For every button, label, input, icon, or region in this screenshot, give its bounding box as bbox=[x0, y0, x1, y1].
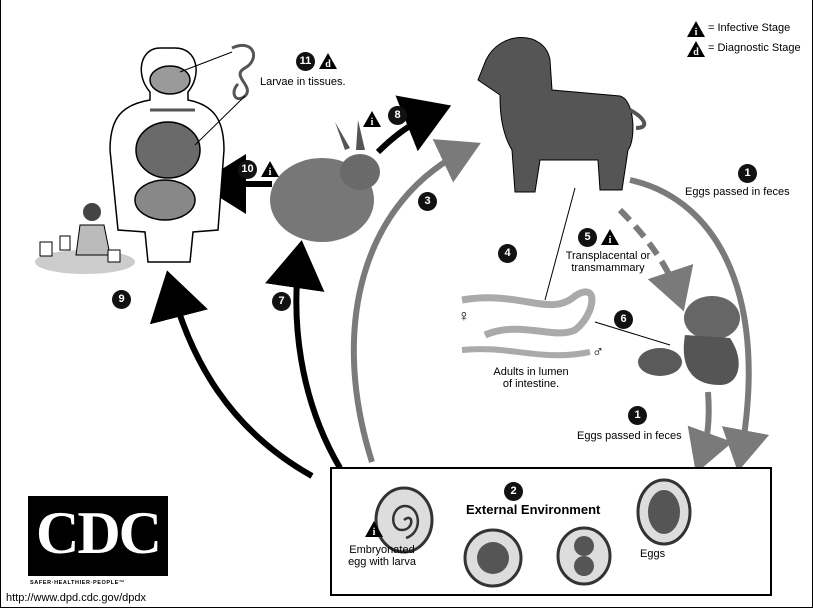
svg-text:d: d bbox=[325, 59, 331, 70]
step-1b-label: Eggs passed in feces bbox=[577, 430, 682, 443]
step-4-badge: 4 bbox=[498, 244, 517, 263]
infective-icon: i bbox=[260, 160, 280, 178]
svg-text:i: i bbox=[695, 27, 698, 38]
arrow-environment-to-rabbit bbox=[296, 252, 340, 468]
infective-legend-icon: i bbox=[686, 20, 706, 38]
female-symbol: ♀ bbox=[458, 310, 470, 323]
step-1a-label: Eggs passed in feces bbox=[685, 186, 790, 199]
step-5-badge: 5 bbox=[578, 228, 597, 247]
egg-stage-4 bbox=[376, 488, 432, 552]
step-1a-badge: 1 bbox=[738, 164, 757, 183]
cdc-tagline: SAFER·HEALTHIER·PEOPLE™ bbox=[30, 580, 125, 586]
infective-icon: i bbox=[362, 110, 382, 128]
step-9-badge: 9 bbox=[112, 290, 131, 309]
step-1b-badge: 1 bbox=[628, 406, 647, 425]
egg-stage-1 bbox=[638, 480, 690, 544]
step-8-badge: 8 bbox=[388, 106, 407, 125]
infective-icon: i bbox=[364, 520, 384, 538]
svg-text:i: i bbox=[373, 527, 376, 538]
svg-text:i: i bbox=[371, 117, 374, 128]
step-2-badge: 2 bbox=[504, 482, 523, 501]
diagnostic-icon: d bbox=[318, 52, 338, 70]
adults-label-line2: of intestine. bbox=[476, 378, 586, 391]
female-worm bbox=[462, 292, 592, 335]
arrow-environment-to-human bbox=[170, 282, 312, 476]
infective-legend-text: = Infective Stage bbox=[708, 22, 790, 35]
step-6-badge: 6 bbox=[614, 310, 633, 329]
dog-figure bbox=[478, 38, 644, 193]
egg-stage-3 bbox=[465, 530, 521, 586]
arrow-puppy-to-environment bbox=[700, 392, 709, 462]
diagnostic-legend-text: = Diagnostic Stage bbox=[708, 42, 801, 55]
svg-text:d: d bbox=[693, 47, 699, 58]
rabbit-figure bbox=[270, 120, 380, 242]
puppy-figure bbox=[638, 296, 740, 385]
step-5-label-line2: transmammary bbox=[548, 262, 668, 275]
human-figure bbox=[110, 48, 224, 262]
larvae-coil bbox=[232, 45, 254, 98]
step-3-badge: 3 bbox=[418, 192, 437, 211]
male-symbol: ♂ bbox=[592, 346, 604, 359]
external-environment-title: External Environment bbox=[466, 502, 600, 517]
diagnostic-legend-icon: d bbox=[686, 40, 706, 58]
svg-text:i: i bbox=[269, 167, 272, 178]
embryonated-label-line2: egg with larva bbox=[332, 556, 432, 569]
source-url[interactable]: http://www.dpd.cdc.gov/dpdx bbox=[6, 592, 146, 604]
step-11-badge: 11 bbox=[296, 52, 315, 71]
infective-icon: i bbox=[600, 228, 620, 246]
egg-stage-2 bbox=[558, 528, 610, 584]
cdc-logo-text: CDC bbox=[28, 498, 168, 568]
eggs-label: Eggs bbox=[640, 548, 665, 561]
male-worm bbox=[462, 349, 590, 355]
step-10-badge: 10 bbox=[238, 160, 257, 179]
svg-text:i: i bbox=[609, 235, 612, 246]
step-11-label: Larvae in tissues. bbox=[260, 76, 346, 89]
step-7-badge: 7 bbox=[272, 292, 291, 311]
